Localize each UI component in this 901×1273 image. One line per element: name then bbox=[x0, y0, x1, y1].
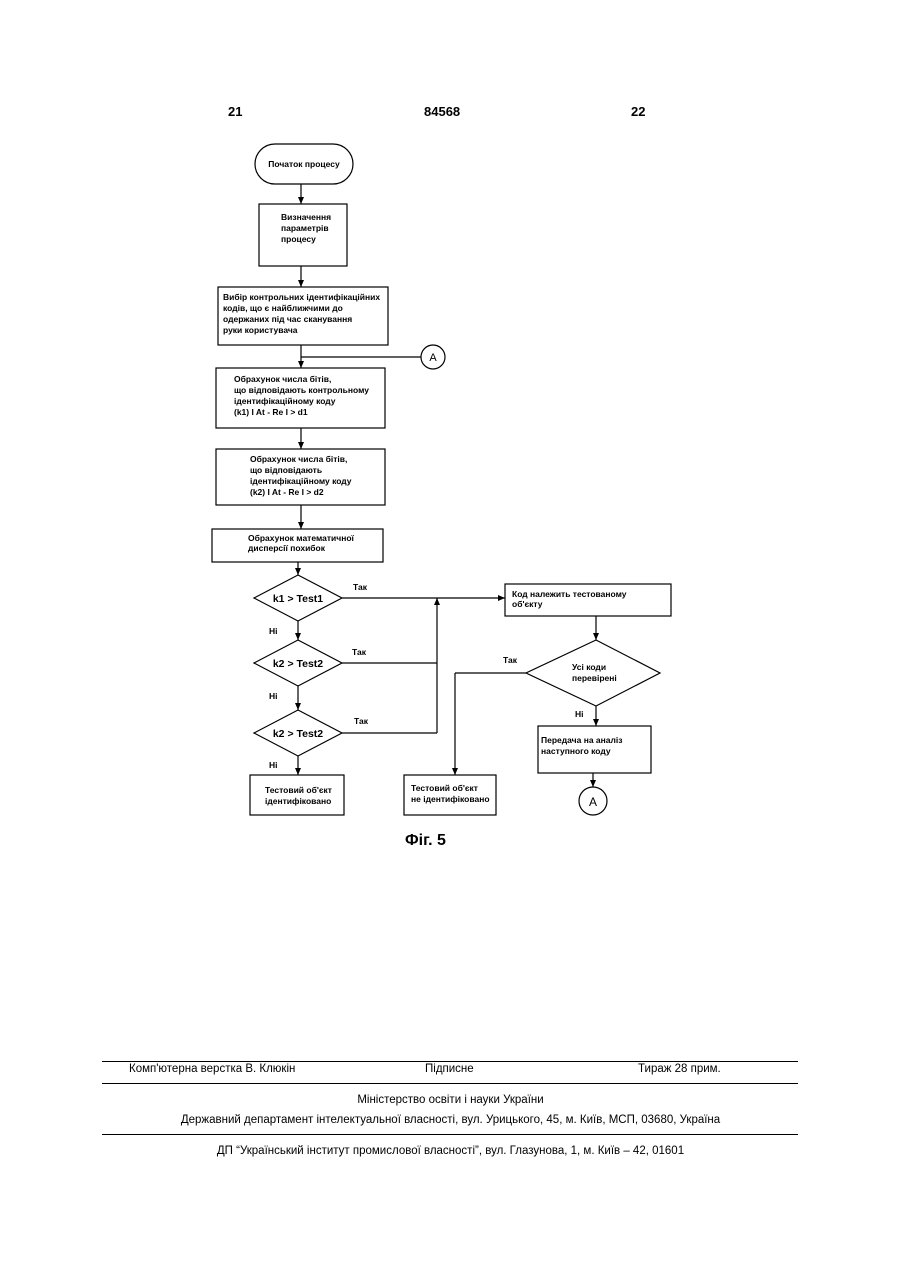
param-def-label-3: процесу bbox=[281, 234, 316, 244]
count-bits-2-label-3: ідентифікаційному коду bbox=[250, 476, 352, 486]
all-checked-label-1: Усі коди bbox=[572, 662, 606, 672]
yes-label-1: Так bbox=[353, 582, 368, 592]
not-identified-label-2: не ідентифіковано bbox=[411, 794, 490, 804]
decision-1-label: k1 > Test1 bbox=[273, 593, 323, 605]
count-bits-1-label-4: (k1) I At - Re I > d1 bbox=[234, 407, 308, 417]
identified-box bbox=[250, 775, 344, 815]
footer-ministry: Міністерство освіти і науки України bbox=[0, 1094, 901, 1106]
count-bits-2-label-2: що відповідають bbox=[250, 465, 322, 475]
footer-rule-bottom bbox=[102, 1134, 798, 1135]
footer-layout-credit: Комп'ютерна верстка В. Клюкін bbox=[129, 1063, 295, 1075]
not-identified-label-1: Тестовий об'єкт bbox=[411, 783, 478, 793]
connector-a-bottom-label: A bbox=[589, 795, 597, 809]
count-bits-1-label-2: що відповідають контрольному bbox=[234, 385, 369, 395]
decision-2-label: k2 > Test2 bbox=[273, 658, 323, 670]
dispersion-label-2: дисперсії похибок bbox=[248, 543, 326, 553]
belongs-label-1: Код належить тестованому bbox=[512, 589, 627, 599]
figure-caption: Фіг. 5 bbox=[405, 832, 446, 850]
select-codes-label-1: Вибір контрольних ідентифікаційних bbox=[223, 292, 380, 302]
footer-institute: ДП “Український інститут промислової вла… bbox=[0, 1145, 901, 1157]
yes-label-2: Так bbox=[352, 647, 367, 657]
footer-signed: Підписне bbox=[425, 1063, 474, 1075]
no-label-2: Ні bbox=[269, 691, 278, 701]
no-label-3: Ні bbox=[269, 760, 278, 770]
footer-rule-middle bbox=[102, 1083, 798, 1084]
select-codes-label-2: кодів, що є найближчими до bbox=[223, 303, 343, 313]
no-label-4: Ні bbox=[575, 709, 584, 719]
yes-label-3: Так bbox=[354, 716, 369, 726]
select-codes-label-3: одержаних під час сканування bbox=[223, 314, 352, 324]
belongs-label-2: об'єкту bbox=[512, 599, 543, 609]
connector-a-top-label: A bbox=[429, 352, 437, 364]
identified-label-2: ідентифіковано bbox=[265, 796, 331, 806]
next-code-label-2: наступного коду bbox=[541, 746, 611, 756]
select-codes-label-4: руки користувача bbox=[223, 325, 298, 335]
count-bits-2-label-4: (k2) I At - Re I > d2 bbox=[250, 487, 324, 497]
decision-3-label: k2 > Test2 bbox=[273, 728, 323, 740]
yes-label-4: Так bbox=[503, 655, 518, 665]
start-label: Початок процесу bbox=[268, 159, 340, 169]
identified-label-1: Тестовий об'єкт bbox=[265, 785, 332, 795]
next-code-label-1: Передача на аналіз bbox=[541, 735, 623, 745]
all-checked-label-2: перевірені bbox=[572, 673, 617, 683]
count-bits-1-label-3: ідентифікаційному коду bbox=[234, 396, 336, 406]
count-bits-1-label-1: Обрахунок числа бітів, bbox=[234, 374, 331, 384]
count-bits-2-label-1: Обрахунок числа бітів, bbox=[250, 454, 347, 464]
flowchart-diagram: Початок процесу Визначення параметрів пр… bbox=[0, 0, 901, 860]
no-label-1: Ні bbox=[269, 626, 278, 636]
param-def-label-1: Визначення bbox=[281, 212, 331, 222]
dispersion-label-1: Обрахунок математичної bbox=[248, 533, 355, 543]
footer-print-run: Тираж 28 прим. bbox=[638, 1063, 721, 1075]
footer-rule-top bbox=[102, 1061, 798, 1062]
footer-department: Державний департамент інтелектуальної вл… bbox=[0, 1114, 901, 1126]
param-def-label-2: параметрів bbox=[281, 223, 329, 233]
